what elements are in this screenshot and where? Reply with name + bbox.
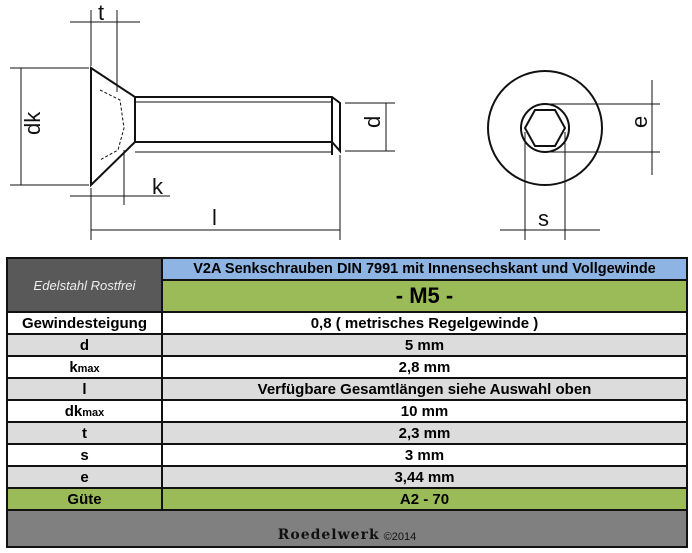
table-row: t 2,3 mm <box>8 421 686 443</box>
screw-head <box>90 66 136 188</box>
label-d: d <box>360 116 385 128</box>
label-k: k <box>152 174 164 199</box>
row-label: s <box>8 445 163 465</box>
label-s: s <box>538 206 549 231</box>
row-value: Verfügbare Gesamtlängen siehe Auswahl ob… <box>257 380 592 398</box>
table-row: e 3,44 mm <box>8 465 686 487</box>
row-label-text: t <box>82 424 87 442</box>
size-label: - M5 - <box>163 281 686 311</box>
product-title: V2A Senkschrauben DIN 7991 mit Innensech… <box>163 259 686 281</box>
table-row: Güte A2 - 70 <box>8 487 686 509</box>
brand-logo: Roedelwerk <box>277 527 380 543</box>
footer: Roedelwerk ©2014 <box>8 509 686 546</box>
table-row: l Verfügbare Gesamtlängen siehe Auswahl o… <box>8 377 686 399</box>
table-row: Gewindesteigung 0,8 ( metrisches Regelgew… <box>8 311 686 333</box>
label-e: e <box>627 116 652 128</box>
row-label-text: l <box>82 380 87 398</box>
row-label: Gewindesteigung <box>8 313 163 333</box>
row-value: 3 mm <box>404 446 445 464</box>
row-value: A2 - 70 <box>399 490 450 508</box>
row-value: 0,8 ( metrisches Regelgewinde ) <box>310 314 539 332</box>
row-label: Güte <box>8 489 163 509</box>
row-label-text: e <box>80 468 89 486</box>
screw-head-top-view <box>487 70 603 186</box>
row-label-text: s <box>80 446 89 464</box>
label-t: t <box>98 0 104 25</box>
row-label-sub: max <box>82 407 105 419</box>
table-row: s 3 mm <box>8 443 686 465</box>
material-label: Edelstahl Rostfrei <box>8 259 163 311</box>
row-value: 10 mm <box>400 402 449 420</box>
label-l: l <box>212 205 217 230</box>
row-label: d <box>8 335 163 355</box>
row-label-text: k <box>69 358 78 376</box>
row-value: 5 mm <box>404 336 445 354</box>
row-label-text: Güte <box>67 490 102 508</box>
label-dk: dk <box>20 111 45 135</box>
row-value: 2,3 mm <box>398 424 451 442</box>
row-value: 3,44 mm <box>394 468 455 486</box>
screw-technical-drawing: t dk k l d e s <box>10 0 660 240</box>
table-row: d 5 mm <box>8 333 686 355</box>
row-label-text: dk <box>64 402 83 420</box>
row-label-text: Gewindesteigung <box>21 314 147 332</box>
spec-table: Edelstahl Rostfrei V2A Senkschrauben DIN… <box>6 257 688 548</box>
copyright: ©2014 <box>383 531 417 543</box>
screw-shank <box>135 96 341 154</box>
row-value: 2,8 mm <box>398 358 451 376</box>
row-label-sub: max <box>77 363 100 375</box>
row-label: t <box>8 423 163 443</box>
row-label: l <box>8 379 163 399</box>
row-label: e <box>8 467 163 487</box>
row-label-text: d <box>79 336 90 354</box>
hex-socket <box>523 109 567 147</box>
